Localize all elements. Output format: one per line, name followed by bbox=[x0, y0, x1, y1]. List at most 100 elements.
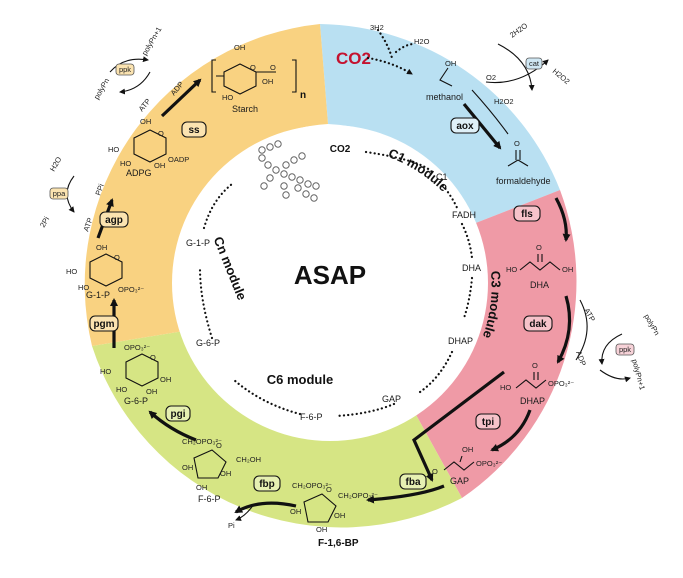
svg-text:O: O bbox=[432, 467, 438, 476]
ppa-enzyme: ppa bbox=[49, 187, 69, 200]
inner-dha: DHA bbox=[462, 263, 481, 273]
atp-label-top: ATP bbox=[137, 97, 153, 114]
dha-label: DHA bbox=[530, 280, 549, 290]
svg-text:ppk: ppk bbox=[119, 65, 131, 74]
gap-label: GAP bbox=[450, 476, 469, 486]
inner-disc bbox=[172, 125, 488, 441]
pi-label: Pi bbox=[228, 521, 235, 530]
polyp-n1-right: polyPn+1 bbox=[630, 358, 647, 391]
svg-text:OH: OH bbox=[140, 117, 151, 126]
svg-text:agp: agp bbox=[105, 215, 123, 226]
svg-text:O: O bbox=[250, 63, 256, 72]
h2o2-label: H2O2 bbox=[494, 97, 514, 106]
inner-f6p: F-6-P bbox=[300, 412, 323, 422]
svg-text:aox: aox bbox=[456, 121, 474, 132]
g6p-structure: OPO₃²⁻ O HO OH HO OH G-6-P bbox=[100, 343, 171, 406]
adpg-label: ADPG bbox=[126, 168, 152, 178]
svg-text:CH₂OPO₃²⁻: CH₂OPO₃²⁻ bbox=[182, 437, 222, 446]
adpg-structure: OH O HO HO OH OADP ADPG bbox=[108, 117, 189, 178]
svg-text:OH: OH bbox=[196, 483, 207, 492]
c1-sector bbox=[320, 24, 560, 226]
c6-module-label: C6 module bbox=[267, 372, 333, 387]
svg-text:OH: OH bbox=[562, 265, 573, 274]
svg-text:HO: HO bbox=[100, 367, 111, 376]
svg-text:HO: HO bbox=[66, 267, 77, 276]
ppi-label: PPi bbox=[93, 182, 106, 196]
svg-text:OPO₃²⁻: OPO₃²⁻ bbox=[476, 459, 502, 468]
polyp-n-right: polyPn bbox=[642, 313, 661, 337]
dhap-structure: O HO OPO₃²⁻ DHAP bbox=[500, 361, 574, 406]
ppk-enzyme-left: ppk bbox=[115, 63, 135, 76]
svg-text:HO: HO bbox=[500, 383, 511, 392]
svg-text:CH₂OPO₃²⁻: CH₂OPO₃²⁻ bbox=[292, 481, 332, 490]
svg-text:fbp: fbp bbox=[259, 479, 275, 490]
agp-enzyme: agp bbox=[99, 211, 129, 228]
o2-label: O2 bbox=[486, 73, 496, 82]
svg-text:OH: OH bbox=[96, 243, 107, 252]
svg-text:HO: HO bbox=[120, 159, 131, 168]
svg-text:CH₂OPO₃²⁻: CH₂OPO₃²⁻ bbox=[338, 491, 378, 500]
svg-text:HO: HO bbox=[116, 385, 127, 394]
svg-text:OH: OH bbox=[154, 161, 165, 170]
svg-text:dak: dak bbox=[529, 319, 547, 330]
tpi-enzyme: tpi bbox=[475, 413, 501, 430]
svg-text:ppk: ppk bbox=[619, 345, 631, 354]
dha-structure: O HO OH DHA bbox=[506, 243, 573, 290]
svg-text:O: O bbox=[150, 353, 156, 362]
svg-text:fba: fba bbox=[406, 477, 421, 488]
f16bp-structure: CH₂OPO₃²⁻ CH₂OPO₃²⁻ O OH OH OH F-1,6-BP bbox=[290, 481, 378, 549]
svg-text:OH: OH bbox=[462, 445, 473, 454]
svg-text:tpi: tpi bbox=[482, 417, 494, 428]
ring-sectors bbox=[84, 24, 577, 528]
svg-text:OH: OH bbox=[445, 59, 456, 68]
cat-enzyme: cat bbox=[525, 57, 543, 70]
fba-enzyme: fba bbox=[399, 473, 427, 490]
f16bp-label: F-1,6-BP bbox=[318, 538, 359, 549]
g1p-structure: OH O HO OPO₃²⁻ HO G-1-P bbox=[66, 243, 144, 300]
svg-text:OH: OH bbox=[160, 375, 171, 384]
starch-label: Starch bbox=[232, 104, 258, 114]
c3-sector bbox=[410, 190, 577, 498]
aox-enzyme: aox bbox=[450, 117, 480, 134]
inner-gap: GAP bbox=[382, 394, 401, 404]
svg-text:CH₂OH: CH₂OH bbox=[236, 455, 261, 464]
svg-text:HO: HO bbox=[108, 145, 119, 154]
svg-text:OH: OH bbox=[220, 469, 231, 478]
h2o2-label-top: H2O2 bbox=[551, 67, 572, 86]
inner-cycle: CO2 C1 FADH DHA DHAP GAP F-6-P G-6-P G-1… bbox=[186, 140, 481, 422]
pgm-enzyme: pgm bbox=[89, 315, 119, 332]
svg-text:OH: OH bbox=[234, 43, 245, 52]
c6-content: fba CH₂OPO₃²⁻ CH₂OPO₃²⁻ O OH OH OH F-1,6… bbox=[100, 343, 445, 549]
inner-fadh: FADH bbox=[452, 210, 476, 220]
svg-text:OPO₃²⁻: OPO₃²⁻ bbox=[118, 285, 144, 294]
formaldehyde-structure: O formaldehyde bbox=[496, 139, 551, 186]
polyp-n-left: polyPn bbox=[92, 77, 111, 101]
starch-n-label: n bbox=[300, 90, 306, 101]
fbp-enzyme: fbp bbox=[253, 475, 281, 492]
svg-text:HO: HO bbox=[222, 93, 233, 102]
center-title: ASAP bbox=[294, 260, 366, 290]
svg-text:OPO₃²⁻: OPO₃²⁻ bbox=[548, 379, 574, 388]
svg-text:OH: OH bbox=[290, 507, 301, 516]
svg-text:O: O bbox=[532, 361, 538, 370]
svg-text:OADP: OADP bbox=[168, 155, 189, 164]
svg-text:pgm: pgm bbox=[93, 319, 114, 330]
inner-c1: C1 bbox=[436, 172, 448, 182]
svg-text:O: O bbox=[114, 253, 120, 262]
svg-text:cat: cat bbox=[529, 59, 540, 68]
svg-text:pgi: pgi bbox=[171, 409, 186, 420]
inner-g6p: G-6-P bbox=[196, 338, 220, 348]
ppk-enzyme-right: ppk bbox=[615, 343, 635, 356]
dhap-label: DHAP bbox=[520, 396, 545, 406]
svg-text:O: O bbox=[536, 243, 542, 252]
inner-dhap: DHAP bbox=[448, 336, 473, 346]
methanol-label: methanol bbox=[426, 92, 463, 102]
starch-branch-icon bbox=[258, 140, 320, 202]
methanol-structure: OH methanol bbox=[426, 59, 463, 102]
h2-label: 3H2 bbox=[370, 23, 384, 32]
formaldehyde-label: formaldehyde bbox=[496, 176, 551, 186]
f6p-structure: CH₂OPO₃²⁻ CH₂OH O OH OH OH F-6-P bbox=[182, 437, 261, 504]
polyp-n1-left: polyPn+1 bbox=[140, 25, 164, 57]
inner-g1p: G-1-P bbox=[186, 238, 210, 248]
